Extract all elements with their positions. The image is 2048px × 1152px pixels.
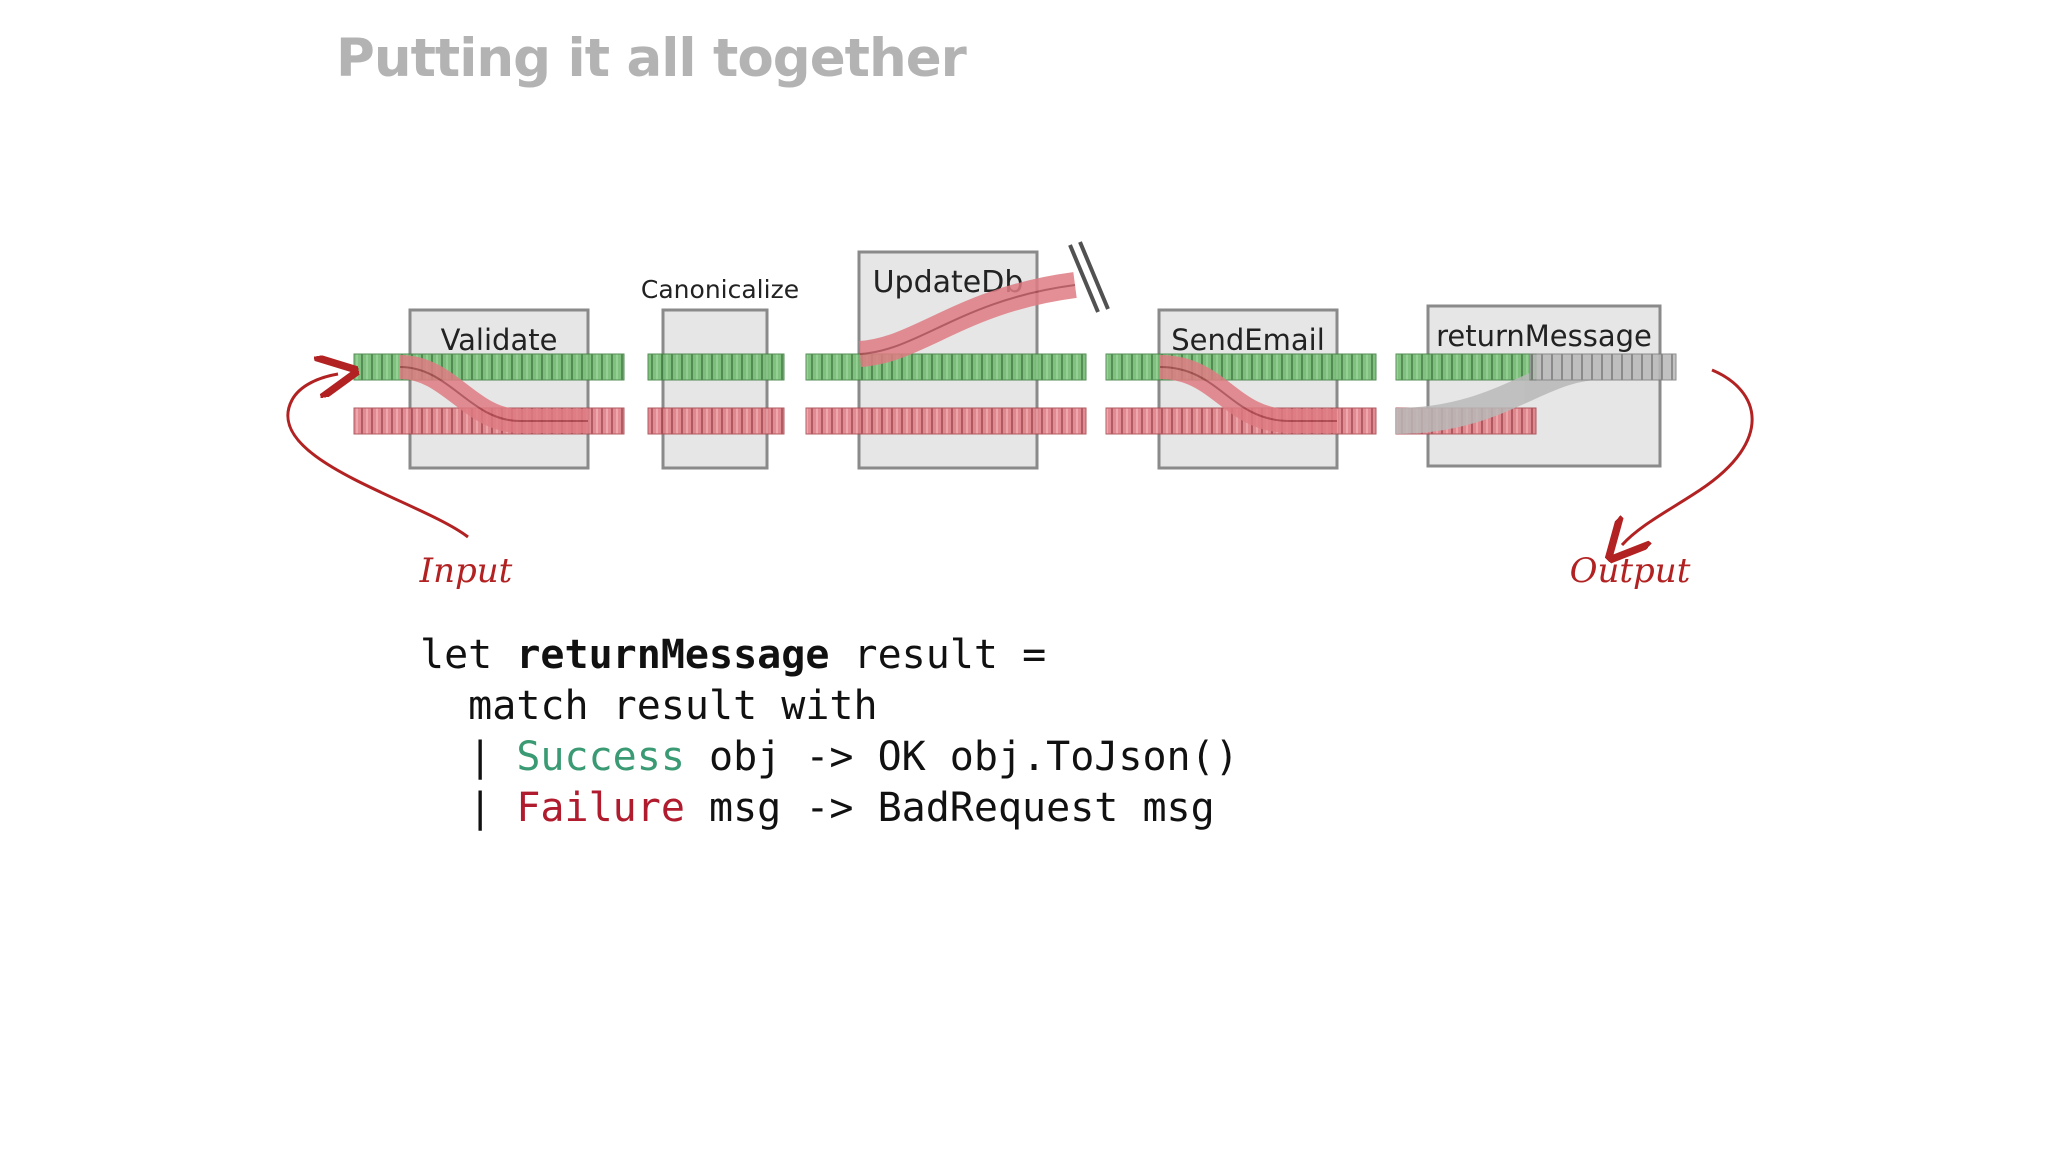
code-failure-branch: msg -> BadRequest msg [684, 785, 1215, 831]
code-success-branch: obj -> OK obj.ToJson() [684, 734, 1239, 780]
code-let: let [420, 632, 517, 678]
code-line-4: | Failure msg -> BadRequest msg [420, 783, 1239, 834]
validate-switch [399, 355, 588, 433]
code-params: result = [829, 632, 1047, 678]
output-label: Output [1570, 551, 1691, 591]
code-function-name: returnMessage [516, 632, 830, 678]
box-validate-label: Validate [441, 323, 558, 357]
code-success-keyword: Success [516, 734, 685, 780]
railway-diagram: Validate Canonicalize UpdateDb SendEmail… [286, 241, 1754, 591]
box-sendemail: SendEmail [1157, 308, 1339, 470]
code-line-2: match result with [420, 683, 878, 729]
code-block: let returnMessage result = match result … [420, 630, 1239, 834]
code-line-3: | Success obj -> OK obj.ToJson() [420, 732, 1239, 783]
success-track [353, 353, 1537, 381]
code-pipe: | [420, 734, 517, 780]
box-returnmessage-label: returnMessage [1436, 319, 1652, 353]
input-arrow [286, 374, 469, 539]
output-arrow [1622, 368, 1754, 545]
returnmessage-merge [1395, 353, 1677, 434]
code-pipe: | [420, 785, 517, 831]
input-label: Input [419, 551, 513, 591]
sendemail-switch [1159, 355, 1337, 433]
code-line-1: let returnMessage result = [420, 630, 1239, 681]
updatedb-switch [858, 241, 1110, 367]
slide-title: Putting it all together [336, 28, 967, 89]
box-sendemail-label: SendEmail [1171, 323, 1325, 357]
box-canonicalize: Canonicalize [641, 275, 799, 470]
box-canonicalize-label: Canonicalize [641, 275, 799, 304]
code-failure-keyword: Failure [516, 785, 685, 831]
